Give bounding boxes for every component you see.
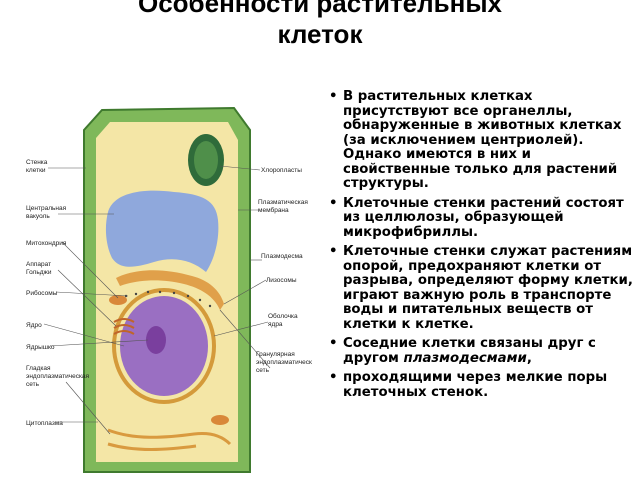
central-vacuole-shape	[105, 190, 219, 272]
label-plasmodesma: Плазмодесма	[261, 253, 303, 260]
slide-title: Особенности растительных клеток	[40, 0, 600, 50]
nuclear-envelope-shape	[112, 288, 216, 404]
ribosomes-shape	[124, 290, 212, 308]
label-cytoplasm: Цитоплазма	[26, 420, 63, 427]
golgi-shape	[113, 318, 135, 335]
bullet-text-end: ,	[526, 350, 532, 366]
bullet-emphasis-plasmodesmata: плазмодесмами	[403, 350, 527, 366]
label-nucleolus: Ядрышко	[26, 344, 55, 351]
mitochondrion-shape-2	[211, 415, 229, 425]
bullet-list: В растительных клетках присутствуют все …	[328, 89, 636, 405]
bullet-item-pores: проходящими через мелкие поры клеточных …	[328, 370, 636, 400]
granular-er-shape	[116, 270, 224, 310]
label-chloroplasts: Хлоропласты	[261, 167, 302, 174]
label-leader-lines	[43, 165, 271, 435]
chloroplast-inner	[194, 141, 218, 179]
nucleolus-shape	[146, 326, 166, 354]
bullet-text-start: Соседние клетки связаны друг с другом	[343, 336, 596, 366]
label-lysosomes: Лизосомы	[266, 277, 297, 284]
label-granular-er: Гранулярнаяэндоплазматическаясеть	[256, 351, 312, 374]
slide-title-line2: клеток	[277, 19, 363, 49]
mitochondrion-shape	[109, 295, 127, 305]
bullet-item-organelles: В растительных клетках присутствуют все …	[328, 89, 636, 192]
bullet-item-plasmodesmata: Соседние клетки связаны друг с другом пл…	[328, 336, 636, 366]
bullet-item-wall-functions: Клеточные стенки служат растениям опорой…	[328, 244, 636, 332]
smooth-er-shape-2	[107, 442, 197, 451]
slide-title-line1: Особенности растительных	[137, 0, 502, 18]
bullet-item-cell-walls: Клеточные стенки растений состоят из цел…	[328, 196, 636, 241]
label-nucleus: Ядро	[26, 322, 42, 329]
smooth-er-shape	[107, 428, 232, 446]
label-mitochondrion: Митохондрия	[26, 240, 67, 247]
label-ribosomes: Рибосомы	[26, 289, 58, 297]
